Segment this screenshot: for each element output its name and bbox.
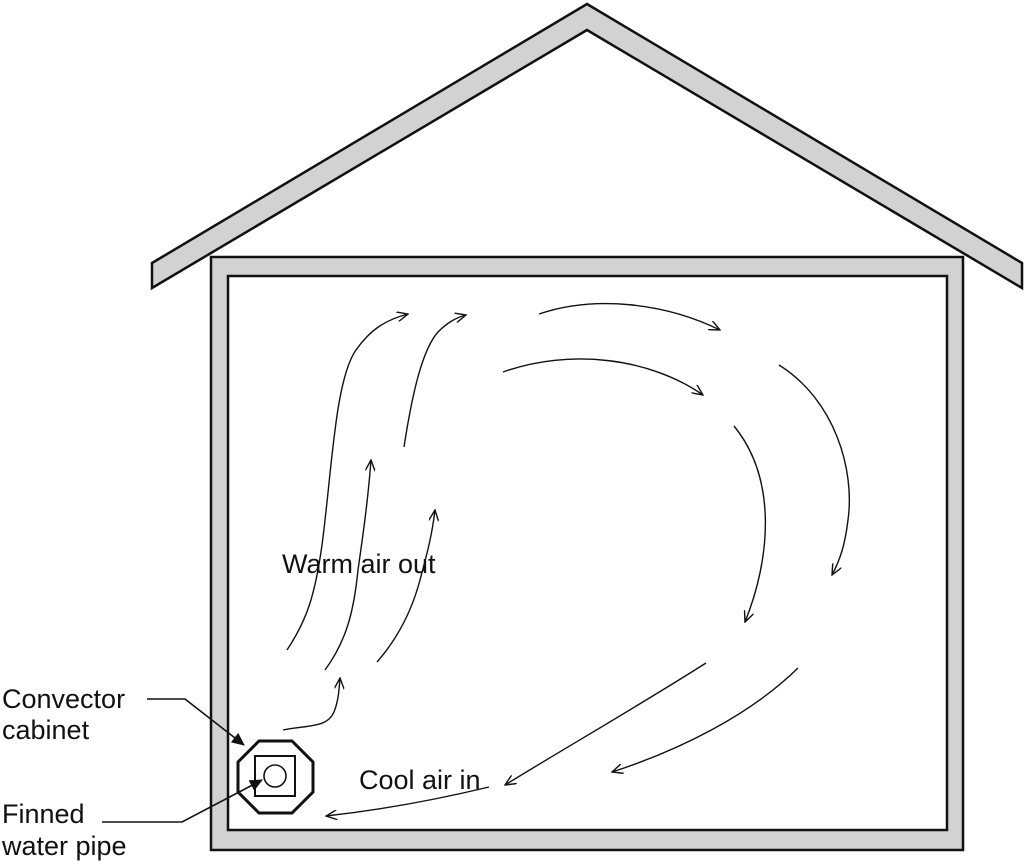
convector-leader-line bbox=[147, 698, 245, 746]
circulating-air-flow-arrows bbox=[502, 302, 851, 622]
convector-label-line1: Convector bbox=[2, 684, 125, 714]
warm-air-label: Warm air out bbox=[282, 549, 436, 579]
house-walls bbox=[209, 255, 965, 852]
pipe-label-line1: Finned bbox=[2, 799, 85, 829]
pipe-circle bbox=[263, 764, 287, 788]
pipe-label-line2: water pipe bbox=[1, 831, 127, 861]
roof bbox=[150, 2, 1024, 291]
pipe-leader-line bbox=[102, 779, 263, 823]
convector-label-line2: cabinet bbox=[2, 715, 90, 745]
cool-air-flow-arrows bbox=[326, 662, 799, 816]
cool-air-label: Cool air in bbox=[359, 765, 481, 795]
warm-air-flow-arrows bbox=[282, 314, 466, 731]
